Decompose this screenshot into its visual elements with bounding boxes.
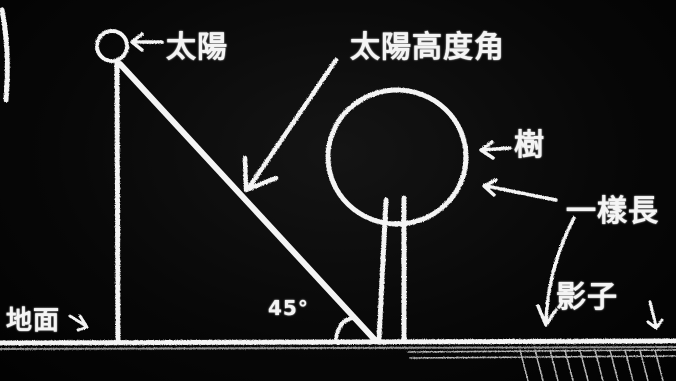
shadow-label: 影子 (556, 280, 618, 315)
shadow-hatching (407, 349, 676, 381)
height-line (114, 61, 121, 345)
sun-arrow-icon (130, 32, 164, 52)
same-length-arrow-icon (482, 178, 558, 202)
shadow-label-arrow-icon (646, 300, 664, 330)
ground-line (0, 338, 676, 346)
same-length-label: 一樣長 (566, 194, 659, 229)
sun-ray (117, 61, 378, 343)
tree-label: 樹 (514, 128, 545, 163)
edge-mark (0, 7, 10, 103)
angle-arc (334, 316, 357, 340)
sun-circle (95, 29, 129, 63)
sun-elevation-angle-label: 太陽高度角 (350, 30, 505, 65)
ground-arrow-icon (68, 314, 89, 332)
tree-trunk-left (376, 197, 389, 342)
ground-line-double (0, 346, 676, 350)
angle-arrow-icon (242, 57, 339, 193)
shadow-arrow-icon (536, 216, 576, 327)
sun-label: 太陽 (166, 30, 228, 65)
tree-crown (325, 87, 469, 227)
angle-value-label: 45° (268, 296, 309, 320)
tree-arrow-icon (479, 140, 512, 160)
ground-label: 地面 (6, 306, 61, 336)
